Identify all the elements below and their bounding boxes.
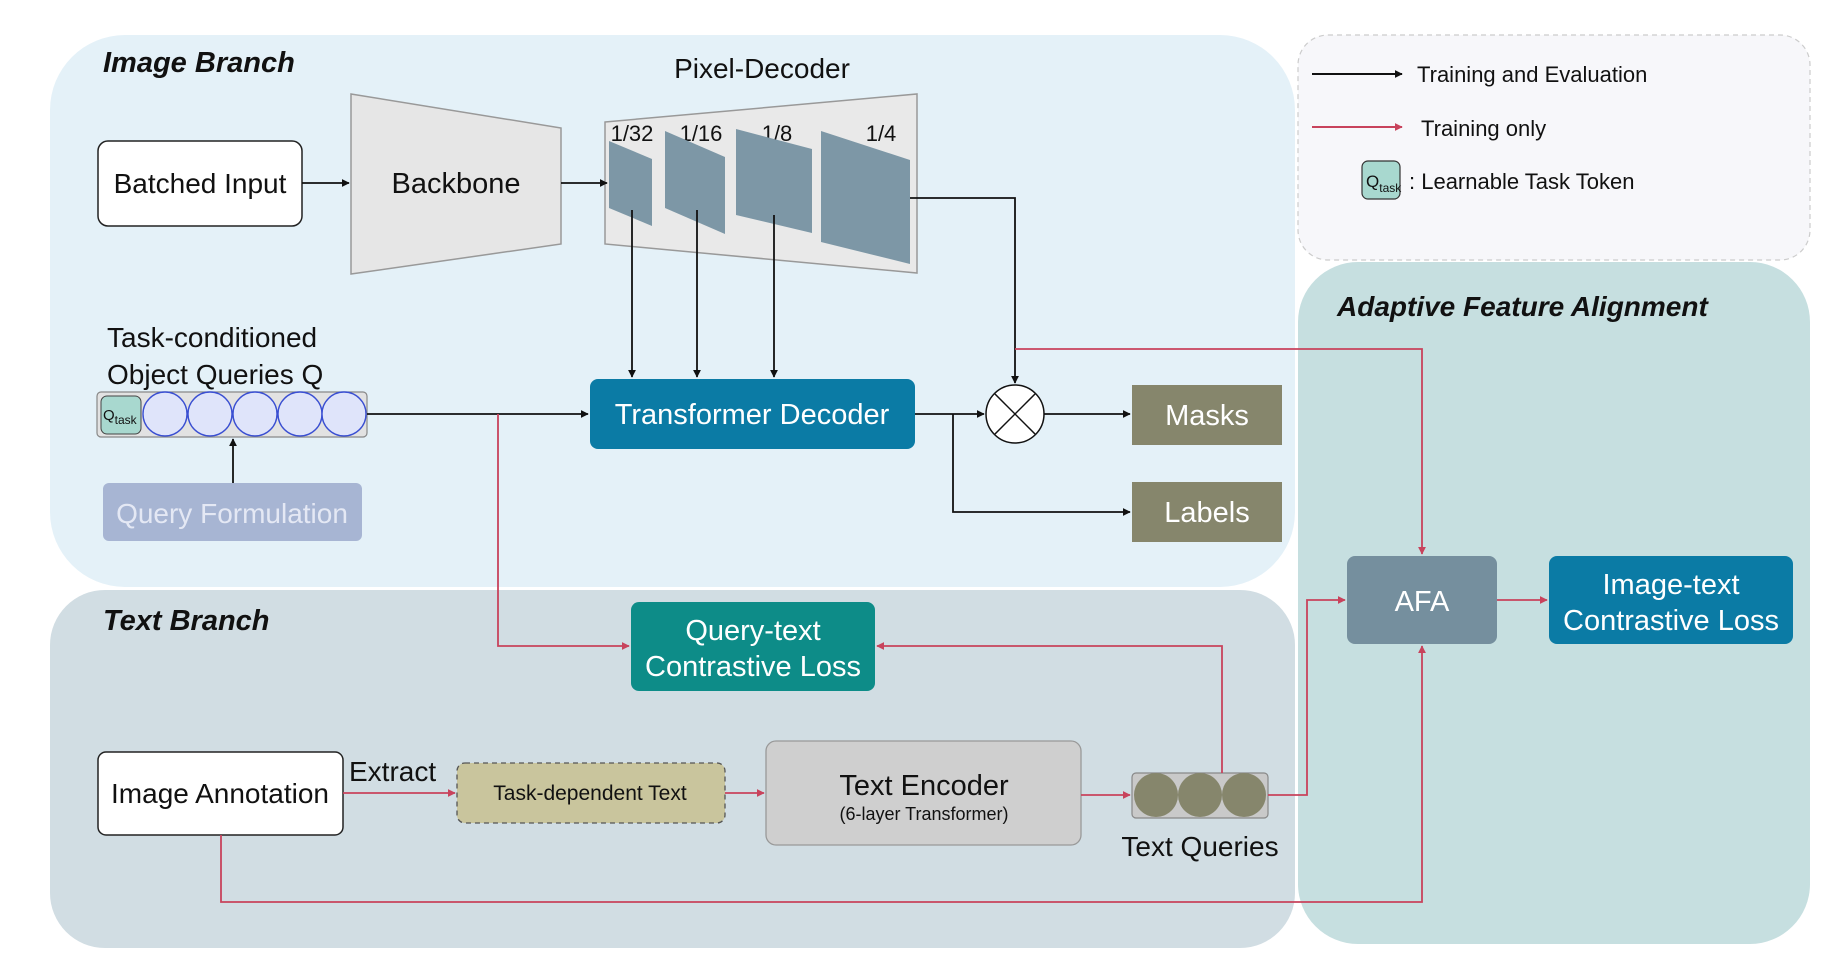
- task-dependent-text-box: [456, 762, 726, 824]
- query-text-loss-box: [631, 602, 875, 691]
- feature-map-1-4: [821, 131, 910, 264]
- image-branch-title: Image Branch: [103, 47, 295, 79]
- red-annotation-to-afa: [220, 645, 1426, 903]
- legend-task-token-q: Qtask: [1366, 172, 1402, 195]
- queries-title-line1: Task-conditioned: [107, 322, 317, 353]
- text-queries-label: Text Queries: [1121, 831, 1278, 862]
- arrow-transformer-to-labels: [952, 414, 1131, 516]
- feature-map-1-8: [736, 129, 812, 233]
- extract-label: Extract: [349, 756, 436, 787]
- masks-box: [1132, 385, 1282, 445]
- red-textqueries-to-qtc: [876, 642, 1223, 773]
- multiply-cross-b: [994, 393, 1036, 435]
- query-circle-4: [277, 391, 323, 437]
- backbone-trapezoid: [350, 93, 562, 275]
- legend-train-only-label: Training only: [1421, 116, 1546, 141]
- text-branch-title: Text Branch: [103, 605, 270, 637]
- query-circle-5: [321, 391, 367, 437]
- image-annotation-label: Image Annotation: [111, 778, 329, 809]
- image-text-loss-line1: Image-text: [1603, 569, 1740, 601]
- feature-map-1-16: [665, 131, 725, 234]
- task-dependent-text-label: Task-dependent Text: [493, 782, 687, 805]
- q-task-token: [100, 395, 142, 435]
- scale-1-32: 1/32: [611, 121, 654, 146]
- batched-input-label: Batched Input: [114, 168, 287, 199]
- query-formulation-label: Query Formulation: [116, 498, 348, 529]
- labels-box: [1132, 482, 1282, 542]
- transformer-decoder-box: [590, 379, 915, 449]
- query-circle-2: [187, 391, 233, 437]
- scale-1-4: 1/4: [866, 121, 897, 146]
- query-formulation-box: [103, 483, 362, 541]
- queries-title-line2: Object Queries Q: [107, 359, 323, 390]
- text-encoder-label: Text Encoder: [839, 770, 1009, 802]
- pixel-decoder-title: Pixel-Decoder: [674, 53, 850, 84]
- red-feature-to-afa: [1015, 348, 1426, 555]
- text-query-circle-1: [1134, 773, 1178, 817]
- labels-label: Labels: [1164, 497, 1249, 529]
- legend-task-token-icon: [1361, 160, 1401, 200]
- afa-box: [1347, 556, 1497, 644]
- query-circle-1: [142, 391, 188, 437]
- query-circle-3: [232, 391, 278, 437]
- afa-region-title: Adaptive Feature Alignment: [1336, 291, 1709, 322]
- image-text-loss-box: [1549, 556, 1793, 644]
- masks-label: Masks: [1165, 400, 1249, 432]
- arrow-1-4-to-multiply: [910, 197, 1019, 384]
- afa-label: AFA: [1395, 586, 1450, 618]
- legend-box: [1297, 34, 1811, 261]
- backbone-label: Backbone: [392, 168, 521, 200]
- q-task-label: Qtask: [103, 407, 138, 427]
- text-query-circle-3: [1222, 773, 1266, 817]
- text-query-circle-2: [1178, 773, 1222, 817]
- image-text-loss-line2: Contrastive Loss: [1563, 605, 1779, 637]
- feature-map-1-32: [609, 141, 652, 226]
- text-encoder-box: [765, 740, 1082, 846]
- legend-task-token-label: : Learnable Task Token: [1409, 169, 1634, 194]
- query-text-loss-line2: Contrastive Loss: [645, 651, 861, 683]
- red-textqueries-to-afa: [1268, 596, 1346, 796]
- legend-train-eval-label: Training and Evaluation: [1417, 62, 1647, 87]
- transformer-decoder-label: Transformer Decoder: [615, 399, 890, 431]
- red-queries-to-qtc: [497, 414, 630, 650]
- query-text-loss-line1: Query-text: [685, 615, 820, 647]
- text-encoder-sublabel: (6-layer Transformer): [839, 804, 1008, 824]
